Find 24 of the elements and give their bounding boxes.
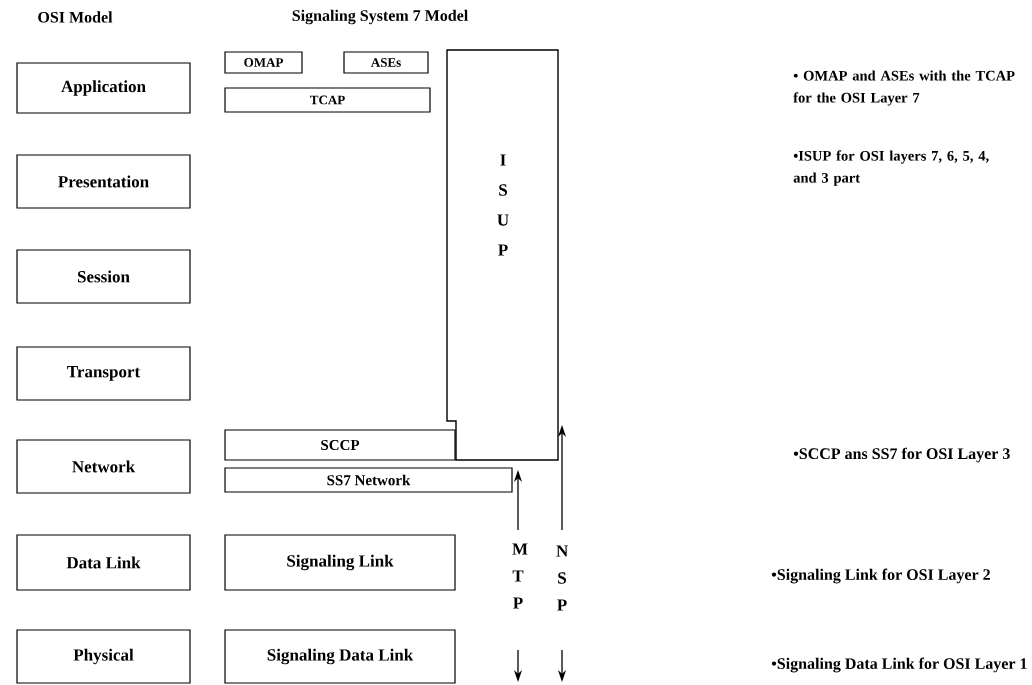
layer-box: Presentation (16, 154, 191, 209)
heading: Signaling System 7 Model (292, 9, 468, 25)
layer-box: Signaling Data Link (224, 629, 456, 684)
layer-box: Session (16, 249, 191, 304)
layer-box: Transport (16, 346, 191, 401)
note: •ISUP for OSI layers 7, 6, 5, 4, and 3 part (793, 150, 989, 186)
protocol-box: OMAP (224, 51, 303, 74)
layer-box: Physical (16, 629, 191, 684)
vertical-label: M T P (512, 543, 528, 609)
protocol-box: ASEs (343, 51, 429, 74)
note: • OMAP and ASEs with the TCAP for the OSI Layer 7 (793, 70, 1015, 106)
isup-column: I S U P (446, 49, 559, 461)
layer-box: Signaling Link (224, 534, 456, 591)
protocol-box: TCAP (224, 87, 431, 113)
layer-box: Data Link (16, 534, 191, 591)
note: •Signaling Link for OSI Layer 2 (771, 568, 990, 584)
layer-box: Network (16, 439, 191, 494)
layer-box: SS7 Network (224, 467, 513, 493)
heading: OSI Model (38, 11, 113, 23)
note: •SCCP ans SS7 for OSI Layer 3 (793, 447, 1010, 463)
vertical-label: N S P (556, 545, 569, 611)
layer-box: SCCP (224, 429, 456, 461)
note: •Signaling Data Link for OSI Layer 1 (771, 657, 1027, 673)
layer-box: Application (16, 62, 191, 114)
